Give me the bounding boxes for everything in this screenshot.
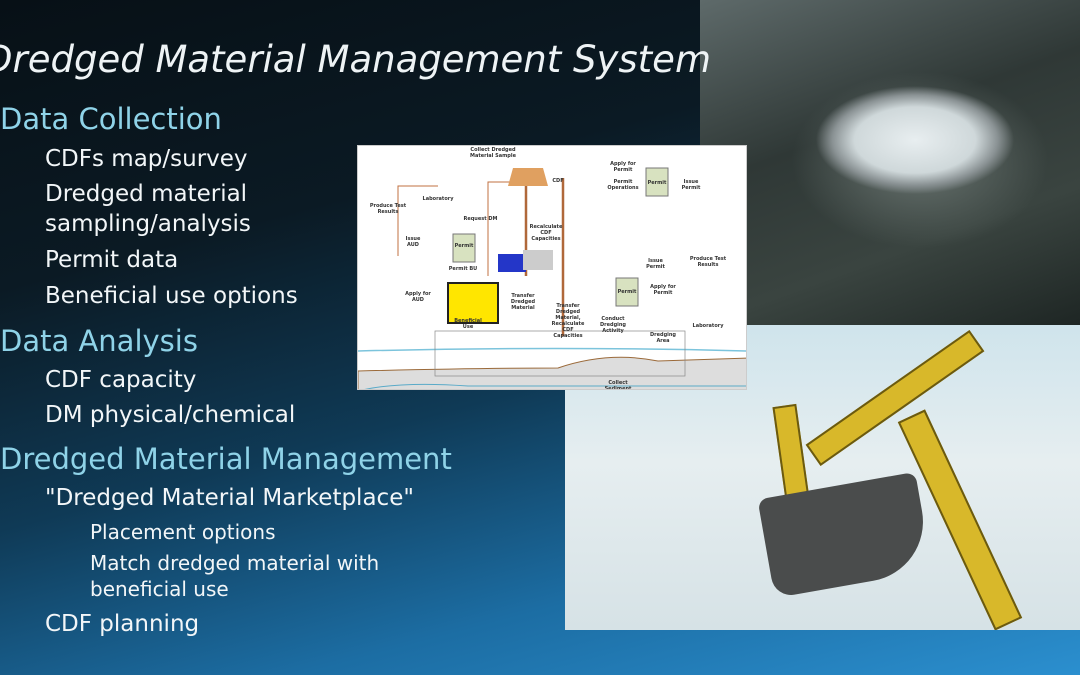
diagram-label: Permit [647, 180, 667, 186]
bullet: Dredged material sampling/analysis [45, 181, 251, 237]
bullet: Permit data [45, 247, 179, 273]
diagram-label: Request DM [463, 216, 498, 222]
diagram-label: Recalculate CDF Capacities [529, 224, 563, 242]
diagram-label: Dredging Area [649, 332, 677, 344]
bullet: CDF planning [45, 611, 200, 637]
sub-bullet: Placement options [90, 520, 276, 544]
diagram-label: Transfer Dredged Material, Recalculate C… [551, 303, 585, 339]
bullet: DM physical/chemical [45, 402, 296, 428]
diagram-label: Apply for Permit [650, 284, 676, 296]
diagram-label: Permit Operations [607, 179, 639, 191]
bullet: CDFs map/survey [45, 146, 248, 172]
diagram-label: Transfer Dredged Material [510, 293, 536, 311]
diagram-label: Laboratory [692, 323, 724, 329]
diagram-label: Produce Test Results [369, 203, 407, 215]
diagram-label: Beneficial Use [454, 318, 482, 330]
heading-data-collection: Data Collection [0, 102, 222, 136]
diagram-label: Collect Sediment Sample [604, 380, 632, 390]
diagram-label: Permit [617, 289, 637, 295]
diagram-label: Apply for Permit [610, 161, 636, 173]
heading-dm-management: Dredged Material Management [0, 442, 452, 476]
diagram-label: CDF [552, 178, 564, 184]
diagram-label: Permit BU [448, 266, 478, 272]
diagram-label: Issue Permit [646, 258, 665, 270]
diagram-label: Produce Test Results [689, 256, 727, 268]
heading-data-analysis: Data Analysis [0, 324, 198, 358]
slide-title: Dredged Material Management System [0, 38, 711, 81]
diagram-label: Collect Dredged Material Sample [469, 147, 516, 159]
bullet: "Dredged Material Marketplace" [45, 485, 414, 511]
diagram-label: Permit [454, 243, 474, 249]
diagram-label: Conduct Dredging Activity [599, 316, 627, 334]
cdf-aerial-photo [700, 0, 1080, 325]
bullet: Beneficial use options [45, 283, 298, 309]
diagram-label: Laboratory [422, 196, 454, 202]
sub-bullet: Match dredged material with beneficial u… [90, 551, 380, 601]
process-diagram: Collect Dredged Material Sample CDF Appl… [357, 145, 747, 390]
diagram-label: Apply for AUD [405, 291, 431, 303]
diagram-label: Issue AUD [405, 236, 421, 248]
diagram-label: Issue Permit [681, 179, 701, 191]
bullet: CDF capacity [45, 367, 197, 393]
